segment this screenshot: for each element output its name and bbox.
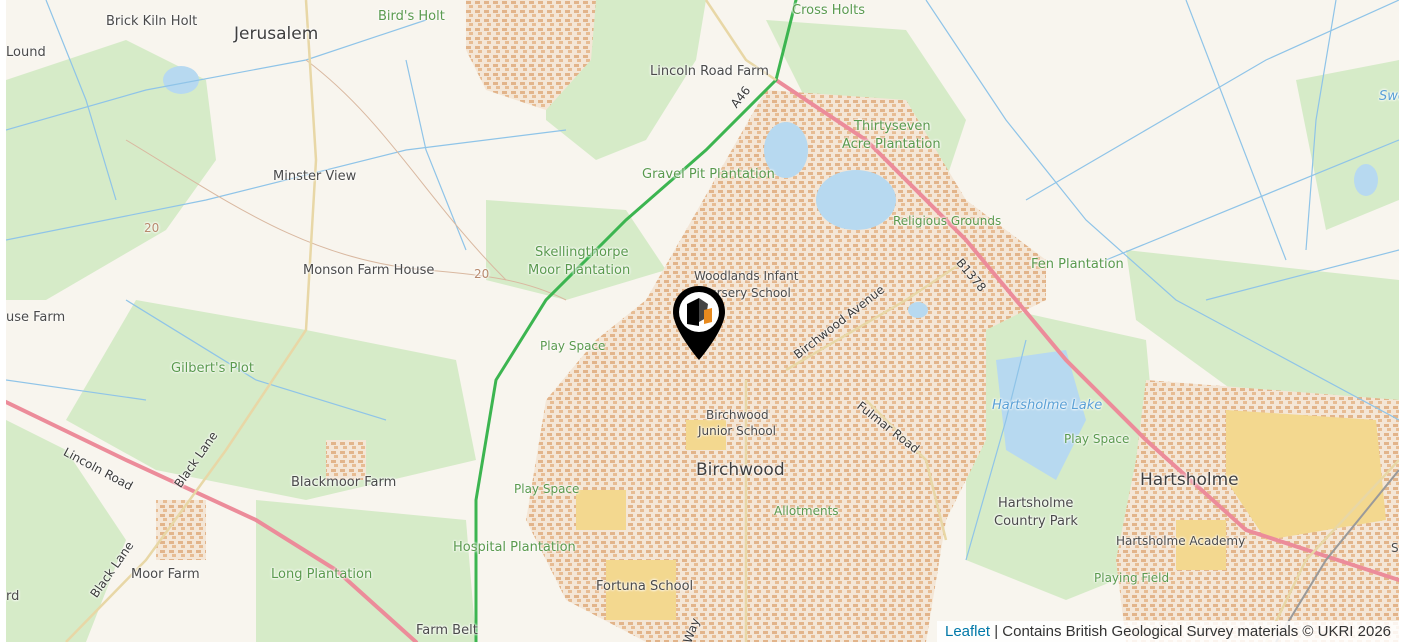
place-label: Play Space [540,339,606,353]
place-label: Long Plantation [271,567,373,582]
map-view[interactable]: Brick Kiln Holt Jerusalem Bird's Holt Cr… [6,0,1399,642]
minor-roads [65,0,1399,642]
contour-label: 20 [144,221,160,235]
place-label: Cross Holts [792,3,865,18]
place-label: Lincoln Road Farm [650,64,769,79]
drains [6,0,1399,561]
place-label: Jerusalem [234,24,319,44]
place-label: use Farm [6,310,66,325]
attribution-separator: | [994,623,999,640]
place-label: Skellingthorpe [535,245,629,260]
place-label: Birchwood [696,460,785,480]
place-label: Fortuna School [596,579,694,594]
a-road [474,0,798,642]
place-label: Nursery School [700,286,791,300]
contours [125,59,567,301]
place-label: rd [6,589,20,604]
place-label: Hartsholme [1140,470,1239,490]
place-label: Moor Farm [131,567,200,582]
place-label: Fen Plantation [1031,257,1124,272]
place-label: Country Park [994,514,1078,529]
place-label: Hospital Plantation [453,540,576,555]
place-label: Moor Plantation [528,263,631,278]
place-label: Lound [6,45,46,60]
place-label: Gravel Pit Plantation [642,167,775,182]
leaflet-link[interactable]: Leaflet [944,623,991,640]
place-label: Religious Grounds [893,214,1002,228]
place-label: Allotments [774,504,839,518]
attribution-text: Contains British Geological Survey mater… [1002,623,1391,640]
b-roads [6,78,1399,642]
place-label: Farm Belt [416,623,478,638]
place-label: Thirtyseven [854,119,931,134]
water-bodies [163,66,1378,480]
place-label: Swo [1379,89,1399,104]
place-label: Hartsholme Lake [992,398,1103,413]
place-label: Play Space [514,482,580,496]
place-label: Playing Field [1094,571,1170,585]
map-tiles [6,0,1399,642]
location-marker[interactable] [668,284,730,364]
place-label: Blackmoor Farm [291,475,397,490]
place-label: Woodlands Infant [694,269,799,283]
school-areas [576,410,1386,620]
place-label: Minster View [273,169,357,184]
place-label: Acre Plantation [842,137,941,152]
place-label: Gilbert's Plot [171,361,254,376]
place-label: Bird's Holt [378,9,445,24]
place-label: S [1391,541,1399,555]
place-label: Monson Farm House [303,263,435,278]
place-label: Hartsholme Academy [1116,534,1246,548]
place-label: Play Space [1064,432,1130,446]
place-label: Hartsholme [998,496,1074,511]
place-label: Junior School [698,424,777,438]
place-label: Brick Kiln Holt [106,14,198,29]
contour-label: 20 [474,267,490,281]
railway [1275,469,1399,642]
place-label: Birchwood [706,408,769,422]
map-attribution: Leaflet | Contains British Geological Su… [936,621,1399,642]
map-pin-icon [673,286,725,360]
